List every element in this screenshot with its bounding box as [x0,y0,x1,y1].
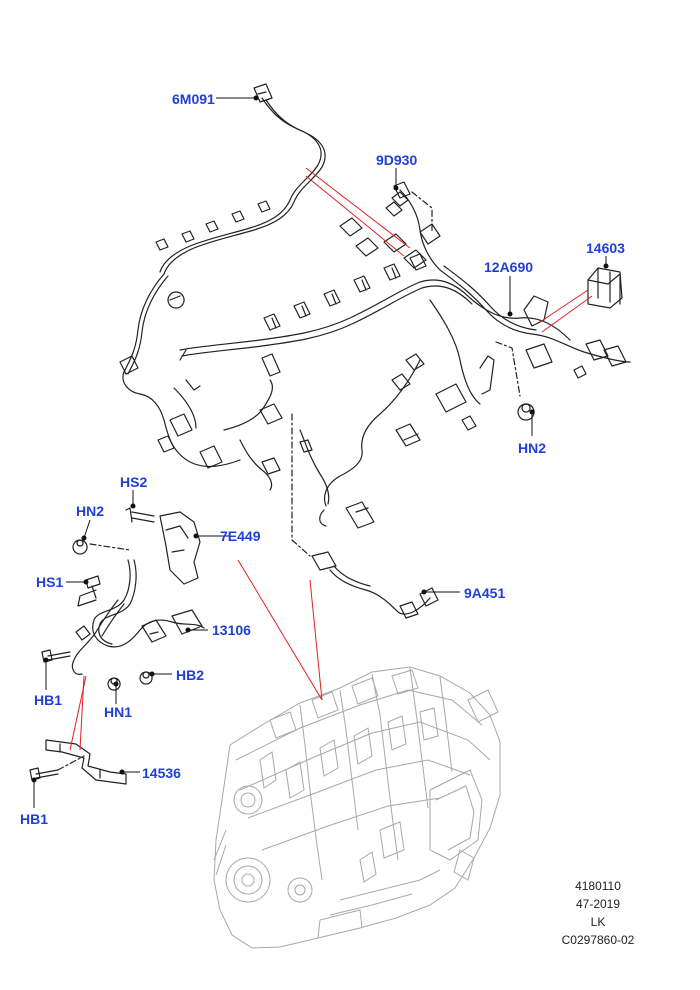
engine-wiring-harness [120,84,630,618]
callout-HN1: HN1 [104,704,133,720]
callout-9A451: 9A451 [464,585,506,601]
engine-block-illustration [214,667,500,948]
callout-HS1: HS1 [36,574,64,590]
reference-illustration-id: C0297860-02 [561,933,635,947]
reference-model-code: LK [590,915,606,929]
reference-number: 4180110 [575,879,621,893]
reference-date-code: 47-2019 [575,897,621,911]
callout-7E449: 7E449 [220,528,261,544]
callout-HB2: HB2 [176,667,205,683]
callout-HB1-top: HB1 [34,692,63,708]
callout-9D930: 9D930 [376,152,418,168]
callout-14603: 14603 [586,240,625,256]
battery-cable-and-brackets [30,508,204,784]
callout-14536: 14536 [142,765,181,781]
callout-HB1-bottom: HB1 [20,811,49,827]
callout-HN2-right: HN2 [518,440,547,456]
callout-6M091: 6M091 [172,91,215,107]
callout-13106: 13106 [212,622,251,638]
callout-HN2-left: HN2 [76,503,105,519]
callout-HS2: HS2 [120,474,148,490]
callout-leader-lines [32,96,608,808]
callout-12A690: 12A690 [484,259,534,275]
red-association-lines [70,168,592,750]
